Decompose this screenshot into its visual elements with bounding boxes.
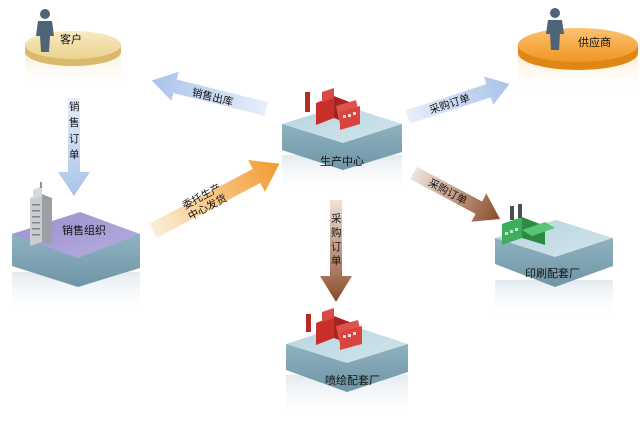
printing-platform-reflection bbox=[495, 280, 613, 320]
sales-organization-label: 销售组织 bbox=[62, 223, 106, 237]
spraying-factory-label: 喷绘配套厂 bbox=[325, 373, 380, 387]
supplier-disc-top bbox=[518, 28, 638, 62]
supplier-person-icon bbox=[546, 8, 564, 50]
supplier-label: 供应商 bbox=[578, 35, 611, 49]
production-center-node: 生产中心 bbox=[282, 88, 402, 195]
sales-order-arrow: 销 售 订 单 bbox=[58, 98, 90, 196]
sales-order-char-2: 售 bbox=[69, 116, 80, 129]
customer-person-icon bbox=[36, 9, 54, 52]
spraying-factory-node: 喷绘配套厂 bbox=[286, 308, 408, 420]
factory-red-icon bbox=[306, 308, 362, 350]
production-center-label: 生产中心 bbox=[320, 154, 364, 168]
sales-organization-node: 销售组织 bbox=[12, 182, 140, 317]
sales-order-char-1: 销 bbox=[69, 100, 80, 113]
supplier-node: 供应商 bbox=[518, 8, 638, 95]
purchase-supplier-arrow-shape bbox=[405, 76, 510, 124]
purchase-order-supplier-label: 采购订单 bbox=[428, 91, 472, 116]
customer-node: 客户 bbox=[25, 9, 121, 90]
printing-factory-node: 印刷配套厂 bbox=[495, 204, 613, 320]
purchase-order-supplier-arrow: 采购订单 bbox=[405, 76, 510, 124]
commission-arrow: 委托生产 中心发货 bbox=[149, 160, 280, 238]
purchase-spraying-arrow-shape bbox=[320, 200, 352, 302]
sales-order-char-3: 订 bbox=[69, 133, 80, 145]
purchase-order-spraying-arrow: 采 购 订 单 bbox=[320, 200, 352, 302]
printing-platform-top bbox=[495, 220, 613, 257]
sales-out-arrow: 销售出库 bbox=[151, 71, 268, 116]
factory-red-icon bbox=[305, 88, 360, 130]
purchase-spraying-char-1: 采 bbox=[331, 213, 342, 225]
spraying-platform-side bbox=[286, 344, 408, 392]
printing-platform-side bbox=[495, 238, 613, 287]
sales-out-arrow-shape bbox=[151, 71, 268, 116]
sales-platform-top bbox=[12, 212, 140, 258]
purchase-printing-arrow-shape bbox=[410, 166, 501, 222]
sales-order-char-4: 单 bbox=[69, 149, 80, 161]
purchase-spraying-char-2: 购 bbox=[331, 226, 342, 239]
customer-label: 客户 bbox=[60, 32, 82, 46]
sales-order-arrow-shape bbox=[58, 98, 90, 196]
printing-factory-label: 印刷配套厂 bbox=[525, 267, 580, 280]
office-building-icon bbox=[30, 182, 52, 246]
commission-arrow-shape bbox=[149, 160, 280, 238]
purchase-spraying-char-4: 单 bbox=[331, 255, 342, 267]
factory-green-icon bbox=[502, 204, 555, 245]
sales-platform-side bbox=[12, 234, 140, 287]
purchase-order-printing-arrow: 采购订单 bbox=[410, 166, 501, 222]
purchase-spraying-char-3: 订 bbox=[331, 241, 342, 253]
production-platform-side bbox=[282, 124, 402, 170]
